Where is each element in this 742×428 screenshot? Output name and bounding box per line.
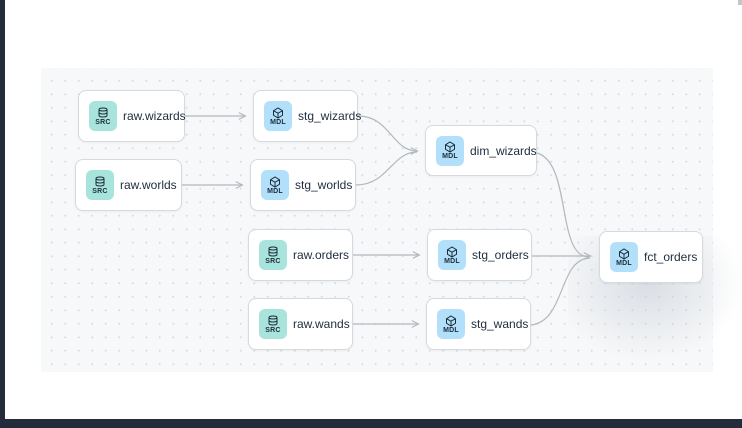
node-raw-wizards[interactable]: SRC raw.wizards bbox=[78, 90, 186, 142]
database-icon bbox=[267, 245, 279, 257]
badge-label: SRC bbox=[265, 257, 281, 265]
node-stg-worlds[interactable]: MDL stg_worlds bbox=[250, 159, 356, 211]
node-raw-orders[interactable]: SRC raw.orders bbox=[248, 229, 353, 281]
badge-label: SRC bbox=[265, 326, 281, 334]
node-raw-wands[interactable]: SRC raw.wands bbox=[248, 298, 353, 350]
node-label: raw.wizards bbox=[123, 109, 186, 123]
model-badge: MDL bbox=[436, 135, 464, 166]
cube-icon bbox=[446, 245, 458, 258]
node-label: fct_orders bbox=[644, 250, 698, 264]
badge-label: MDL bbox=[442, 153, 458, 160]
window-frame-left bbox=[0, 0, 5, 428]
node-label: stg_wands bbox=[471, 317, 529, 331]
badge-label: SRC bbox=[92, 187, 108, 195]
node-stg-wands[interactable]: MDL stg_wands bbox=[426, 298, 531, 350]
node-raw-worlds[interactable]: SRC raw.worlds bbox=[75, 159, 182, 211]
database-icon bbox=[97, 106, 109, 118]
node-label: raw.orders bbox=[293, 248, 350, 262]
node-label: raw.worlds bbox=[120, 178, 177, 192]
badge-label: MDL bbox=[267, 187, 283, 195]
source-badge: SRC bbox=[86, 170, 114, 200]
window-frame-bottom bbox=[0, 419, 742, 428]
node-stg-orders[interactable]: MDL stg_orders bbox=[427, 229, 532, 281]
cube-icon bbox=[269, 175, 281, 188]
node-label: stg_wizards bbox=[298, 109, 362, 123]
source-badge: SRC bbox=[89, 101, 117, 131]
cube-icon bbox=[445, 314, 457, 327]
node-label: stg_worlds bbox=[295, 178, 353, 192]
model-badge: MDL bbox=[264, 101, 292, 131]
cube-icon bbox=[618, 247, 630, 260]
node-label: dim_wizards bbox=[470, 143, 537, 158]
model-badge: MDL bbox=[437, 309, 465, 339]
node-label: stg_orders bbox=[472, 248, 529, 262]
badge-label: MDL bbox=[270, 118, 286, 126]
badge-label: SRC bbox=[95, 118, 111, 126]
badge-label: MDL bbox=[616, 259, 632, 267]
node-dim-wizards[interactable]: MDL dim_wizards bbox=[425, 125, 537, 176]
model-badge: MDL bbox=[610, 242, 638, 272]
cube-icon bbox=[272, 106, 284, 119]
database-icon bbox=[267, 314, 279, 326]
badge-label: MDL bbox=[443, 326, 459, 334]
node-label: raw.wands bbox=[293, 317, 350, 331]
corner-artifact bbox=[738, 0, 742, 5]
cube-icon bbox=[444, 140, 456, 153]
source-badge: SRC bbox=[259, 309, 287, 339]
source-badge: SRC bbox=[259, 240, 287, 270]
model-badge: MDL bbox=[261, 170, 289, 200]
node-stg-wizards[interactable]: MDL stg_wizards bbox=[253, 90, 362, 142]
database-icon bbox=[94, 175, 106, 187]
badge-label: MDL bbox=[444, 257, 460, 265]
model-badge: MDL bbox=[438, 240, 466, 270]
node-fct-orders[interactable]: MDL fct_orders bbox=[599, 231, 703, 283]
